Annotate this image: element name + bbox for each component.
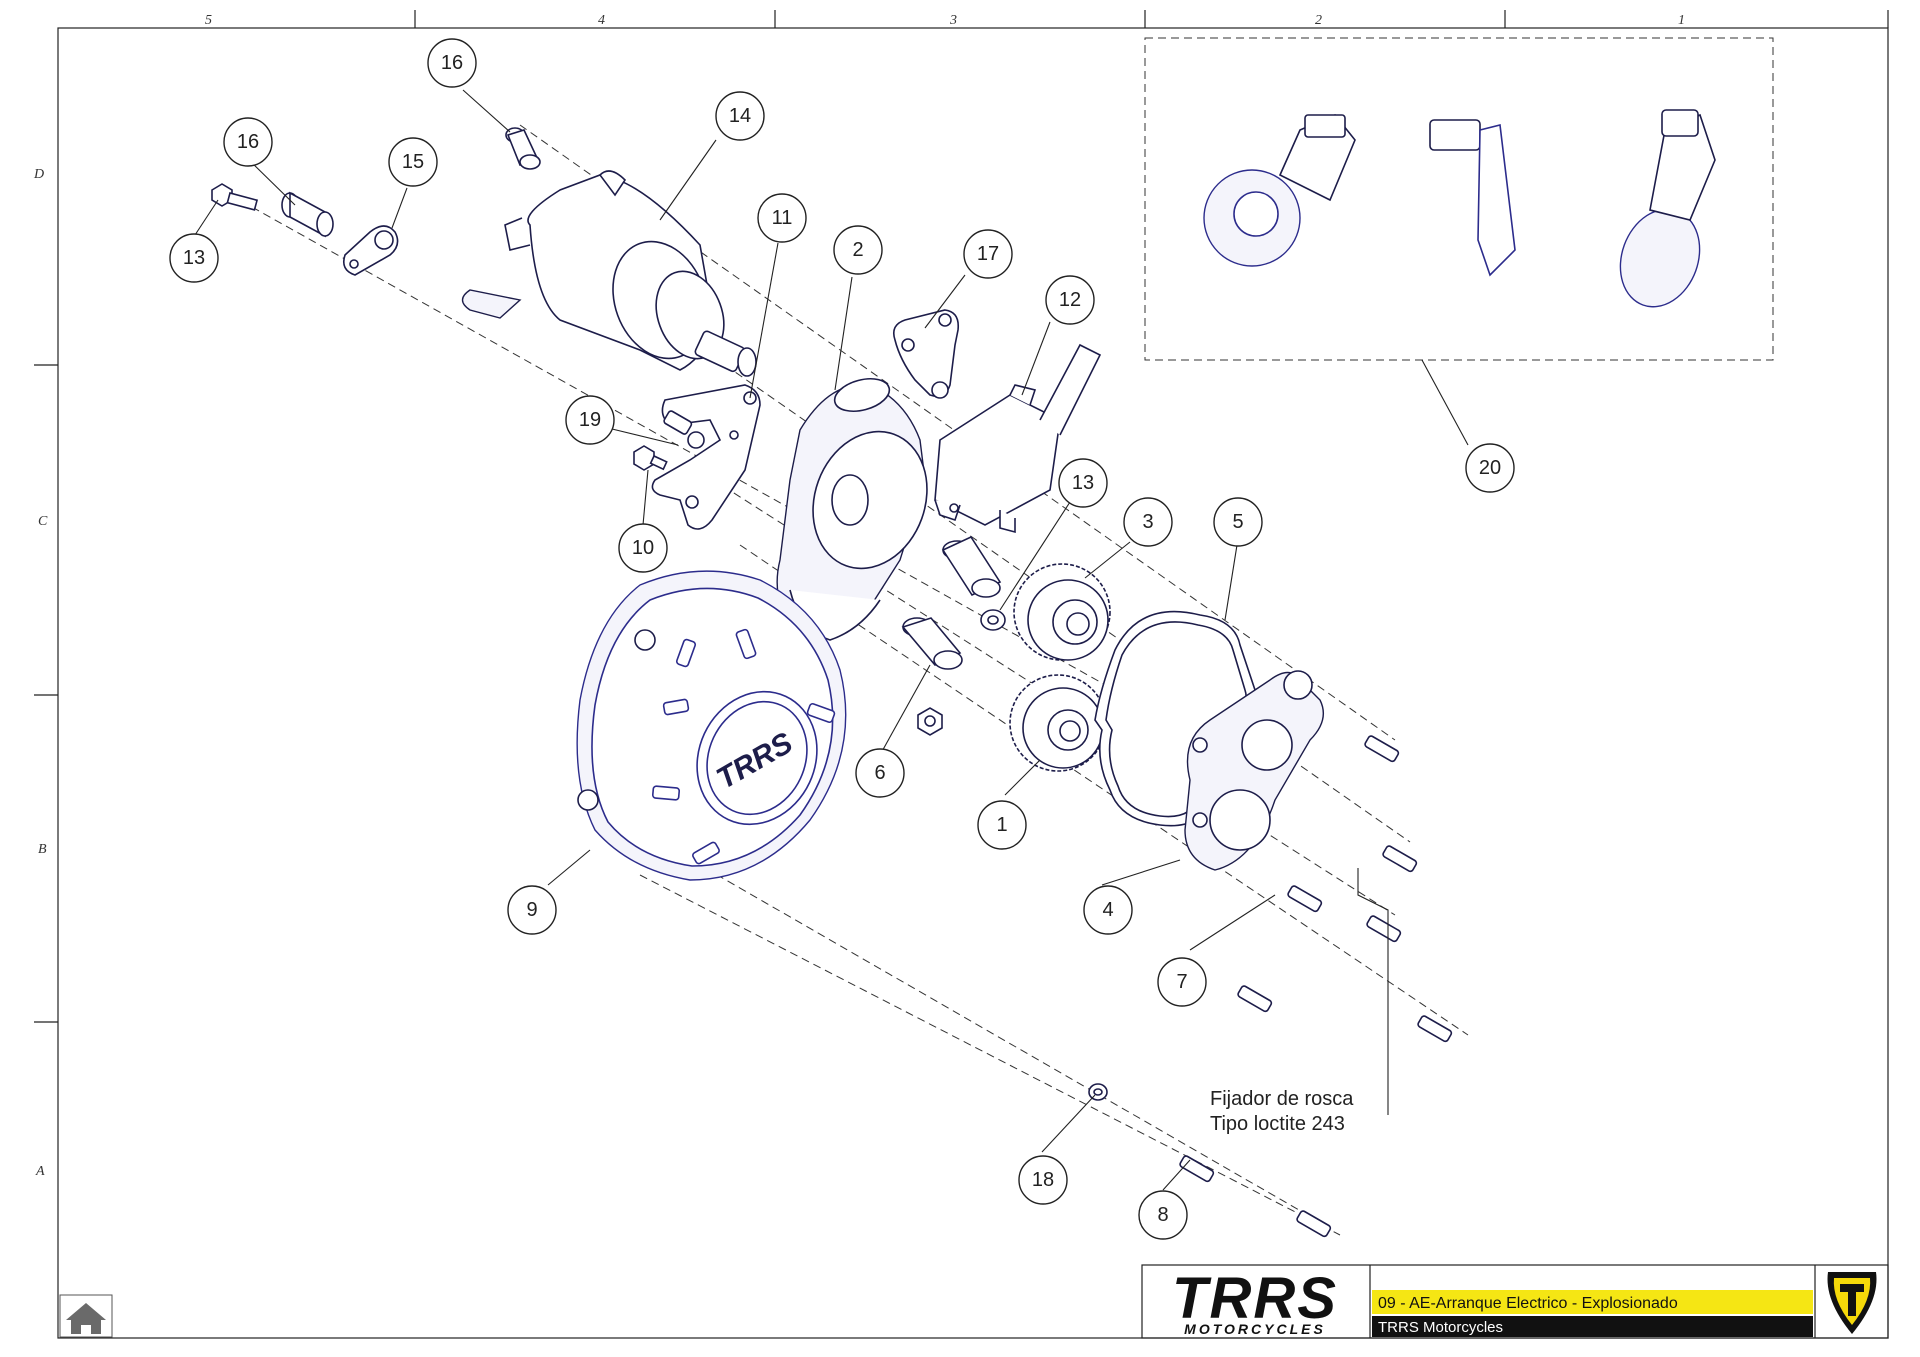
washer-13-part bbox=[980, 609, 1006, 631]
housing-2-part bbox=[776, 377, 928, 641]
callout-16-top: 16 bbox=[427, 38, 477, 88]
svg-text:2: 2 bbox=[852, 239, 863, 261]
nut-6-part bbox=[917, 707, 943, 736]
inset-views-box bbox=[1144, 37, 1774, 361]
callout-4: 4 bbox=[1083, 885, 1133, 935]
svg-text:8: 8 bbox=[1157, 1204, 1168, 1226]
svg-text:12: 12 bbox=[1059, 289, 1081, 311]
callout-6: 6 bbox=[855, 748, 905, 798]
svg-text:10: 10 bbox=[632, 537, 654, 559]
zone-row-d: D bbox=[33, 167, 44, 182]
svg-text:13: 13 bbox=[183, 247, 205, 269]
svg-text:6: 6 bbox=[874, 762, 885, 784]
shield-logo bbox=[1827, 1272, 1877, 1334]
cover-4-part bbox=[1184, 670, 1324, 871]
callout-10: 10 bbox=[618, 523, 668, 573]
loctite-note: Fijador de rosca Tipo loctite 243 bbox=[1210, 1088, 1354, 1135]
note-line-1: Fijador de rosca bbox=[1210, 1088, 1354, 1110]
washer-18-part bbox=[1088, 1083, 1108, 1101]
spacer-upper-part bbox=[941, 535, 1002, 598]
callout-11: 11 bbox=[757, 193, 807, 243]
brand-logo-text: TRRS bbox=[1172, 1266, 1338, 1331]
svg-text:15: 15 bbox=[402, 151, 424, 173]
drawing-frame bbox=[57, 27, 1889, 1339]
spacer-6-part bbox=[901, 617, 963, 670]
svg-text:11: 11 bbox=[772, 207, 793, 229]
bracket-11-part bbox=[651, 384, 761, 530]
svg-text:7: 7 bbox=[1176, 971, 1187, 993]
callout-15: 15 bbox=[388, 137, 438, 187]
svg-text:18: 18 bbox=[1032, 1169, 1054, 1191]
svg-text:4: 4 bbox=[1102, 899, 1113, 921]
zone-col-1: 1 bbox=[1678, 13, 1685, 28]
zone-ruler-left: D C B A bbox=[33, 167, 58, 1179]
screw-10-part bbox=[633, 445, 668, 471]
callout-20: 20 bbox=[1465, 443, 1515, 493]
leader-lines bbox=[194, 89, 1469, 1191]
callouts: 1 2 3 4 5 6 7 8 9 10 11 12 13 13 14 15 1… bbox=[169, 38, 1515, 1240]
callout-13-lower: 13 bbox=[1058, 458, 1108, 508]
svg-text:3: 3 bbox=[1142, 511, 1153, 533]
svg-text:14: 14 bbox=[729, 105, 751, 127]
svg-text:1: 1 bbox=[996, 814, 1007, 836]
brand-sub-text: MOTORCYCLES bbox=[1184, 1321, 1326, 1337]
relay-12-part bbox=[934, 343, 1102, 534]
bolt-13-part bbox=[211, 183, 259, 211]
callout-9: 9 bbox=[507, 885, 557, 935]
svg-text:20: 20 bbox=[1479, 457, 1501, 479]
svg-text:9: 9 bbox=[526, 899, 537, 921]
callout-2: 2 bbox=[833, 225, 883, 275]
title-bar bbox=[1372, 1290, 1813, 1314]
company-bar bbox=[1372, 1316, 1813, 1337]
zone-row-a: A bbox=[35, 1164, 45, 1179]
title-block: TRRS MOTORCYCLES 09 - AE-Arranque Electr… bbox=[1141, 1264, 1889, 1339]
callout-13-upper: 13 bbox=[169, 233, 219, 283]
callout-5: 5 bbox=[1213, 497, 1263, 547]
zone-col-4: 4 bbox=[598, 13, 605, 28]
zone-row-c: C bbox=[38, 514, 48, 529]
zone-row-b: B bbox=[38, 842, 47, 857]
drawing-title: 09 - AE-Arranque Electrico - Explosionad… bbox=[1378, 1295, 1678, 1312]
callout-17: 17 bbox=[963, 229, 1013, 279]
callout-18: 18 bbox=[1018, 1155, 1068, 1205]
svg-text:16: 16 bbox=[237, 131, 259, 153]
zone-col-5: 5 bbox=[205, 13, 212, 28]
svg-text:17: 17 bbox=[977, 243, 999, 265]
cover-9-part: TRRS bbox=[576, 570, 847, 881]
callout-16-left: 16 bbox=[223, 117, 273, 167]
callout-1: 1 bbox=[977, 800, 1027, 850]
svg-text:5: 5 bbox=[1232, 511, 1243, 533]
callout-8: 8 bbox=[1138, 1190, 1188, 1240]
bracket-15-part bbox=[342, 225, 399, 276]
svg-text:19: 19 bbox=[579, 409, 601, 431]
gasket-5-part bbox=[1094, 610, 1257, 827]
callout-3: 3 bbox=[1123, 497, 1173, 547]
company-name: TRRS Motorcycles bbox=[1378, 1319, 1503, 1336]
svg-text:16: 16 bbox=[441, 52, 463, 74]
callout-19: 19 bbox=[565, 395, 615, 445]
zone-ruler-top: 5 4 3 2 1 bbox=[205, 10, 1889, 28]
callout-7: 7 bbox=[1157, 957, 1207, 1007]
loctite-leader bbox=[1357, 868, 1389, 1115]
svg-text:13: 13 bbox=[1072, 472, 1094, 494]
plate-17-part bbox=[892, 309, 960, 399]
gear-3-part bbox=[1013, 563, 1111, 661]
zone-col-2: 2 bbox=[1315, 13, 1322, 28]
zone-col-3: 3 bbox=[949, 13, 957, 28]
pin-16-left-part bbox=[281, 191, 334, 238]
home-button[interactable] bbox=[59, 1294, 113, 1338]
home-icon bbox=[66, 1303, 106, 1334]
callout-14: 14 bbox=[715, 91, 765, 141]
callout-12: 12 bbox=[1045, 275, 1095, 325]
pin-16-top-part bbox=[505, 127, 541, 170]
starter-motor-14-part bbox=[461, 170, 757, 377]
note-line-2: Tipo loctite 243 bbox=[1210, 1113, 1345, 1135]
gear-1-part bbox=[1009, 674, 1107, 772]
screw-19-part bbox=[663, 410, 705, 449]
